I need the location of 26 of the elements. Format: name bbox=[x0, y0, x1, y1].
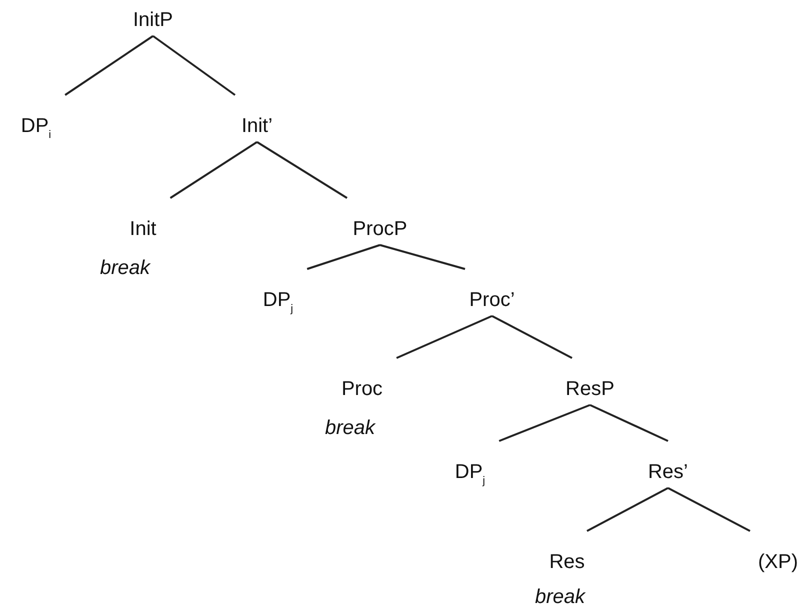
tree-branch bbox=[396, 315, 492, 359]
node-label: ResP bbox=[566, 378, 614, 400]
node-label: Res’ bbox=[648, 461, 688, 483]
gloss-text: break bbox=[534, 585, 586, 609]
tree-branch bbox=[306, 244, 380, 270]
node-label: Proc bbox=[341, 378, 383, 400]
tree-branch bbox=[170, 141, 258, 199]
node-label: ProcP bbox=[352, 218, 408, 240]
node-label: Init bbox=[130, 218, 156, 240]
tree-branch bbox=[590, 404, 668, 442]
tree-branch bbox=[498, 404, 590, 442]
gloss-text: break bbox=[100, 256, 150, 280]
node-label: InitP bbox=[132, 9, 174, 31]
tree-branch bbox=[152, 35, 236, 96]
node-label: (XP) bbox=[758, 551, 798, 573]
node-label: DP$_{i}$ bbox=[20, 115, 52, 137]
tree-branch bbox=[668, 487, 750, 532]
tree-branch bbox=[256, 141, 348, 199]
tree-branch bbox=[492, 315, 572, 359]
node-label: Init’ bbox=[241, 115, 273, 137]
node-label: Res bbox=[549, 551, 585, 573]
node-label: Proc’ bbox=[469, 289, 515, 311]
tree-branch bbox=[380, 244, 466, 270]
gloss-text: break bbox=[324, 416, 376, 440]
tree-branch bbox=[586, 487, 668, 532]
tree-branch bbox=[64, 35, 154, 96]
